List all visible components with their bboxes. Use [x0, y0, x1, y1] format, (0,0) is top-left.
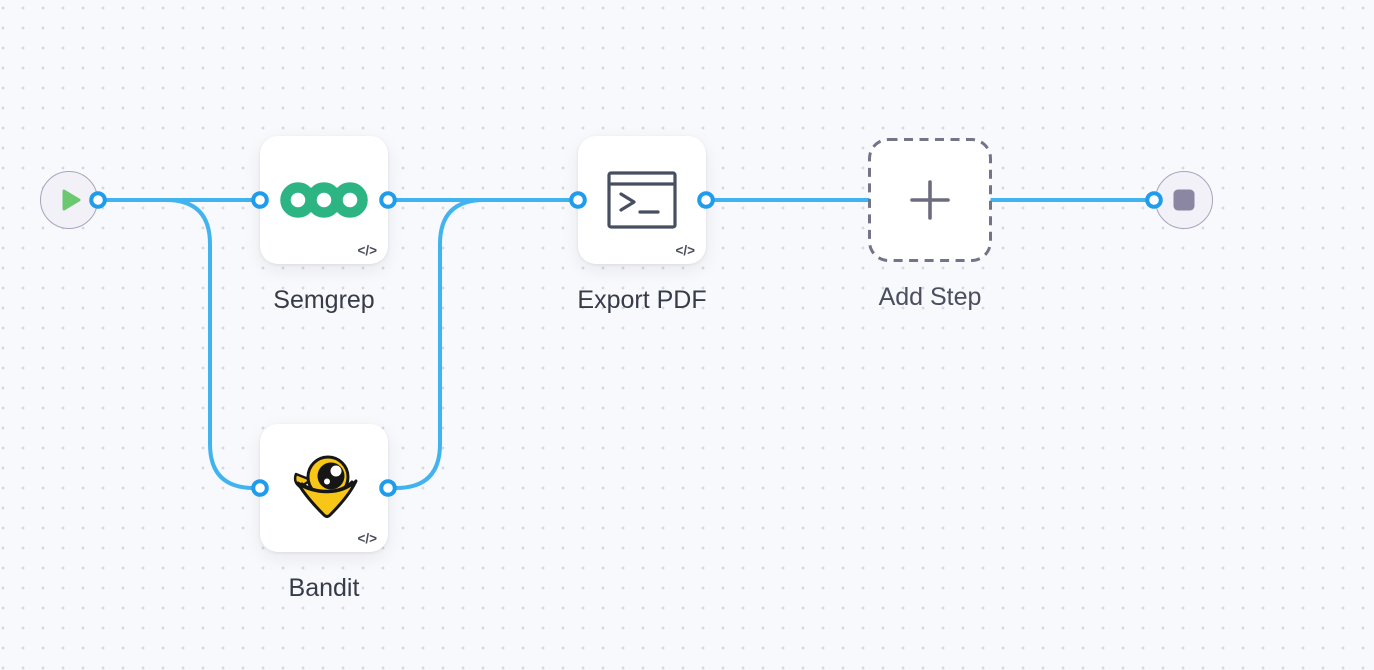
end-node[interactable]	[1155, 171, 1213, 229]
play-icon	[62, 189, 80, 211]
node-label-bandit: Bandit	[288, 574, 360, 602]
terminal-icon	[607, 171, 677, 229]
stop-icon	[1173, 189, 1195, 211]
port-semgrep-out[interactable]	[379, 191, 397, 209]
edge-start-bandit	[96, 198, 262, 490]
port-bandit-out[interactable]	[379, 479, 397, 497]
node-label-export-pdf: Export PDF	[577, 286, 707, 314]
port-export-in[interactable]	[569, 191, 587, 209]
code-badge: </>	[675, 243, 695, 258]
node-export-pdf[interactable]: </>	[578, 136, 706, 264]
node-label-add-step: Add Step	[878, 283, 982, 311]
plus-icon	[910, 180, 950, 220]
semgrep-logo	[280, 182, 368, 218]
port-semgrep-in[interactable]	[251, 191, 269, 209]
port-export-out[interactable]	[697, 191, 715, 209]
bandit-logo	[293, 455, 358, 518]
add-step-button[interactable]	[868, 138, 992, 262]
edge-bandit-export	[386, 198, 580, 490]
code-badge: </>	[357, 531, 377, 546]
node-label-semgrep: Semgrep	[273, 286, 375, 314]
code-badge: </>	[357, 243, 377, 258]
start-node[interactable]	[40, 171, 98, 229]
node-semgrep[interactable]: </>	[260, 136, 388, 264]
port-end-in[interactable]	[1145, 191, 1163, 209]
port-bandit-in[interactable]	[251, 479, 269, 497]
node-bandit[interactable]: </>	[260, 424, 388, 552]
port-start-out[interactable]	[89, 191, 107, 209]
